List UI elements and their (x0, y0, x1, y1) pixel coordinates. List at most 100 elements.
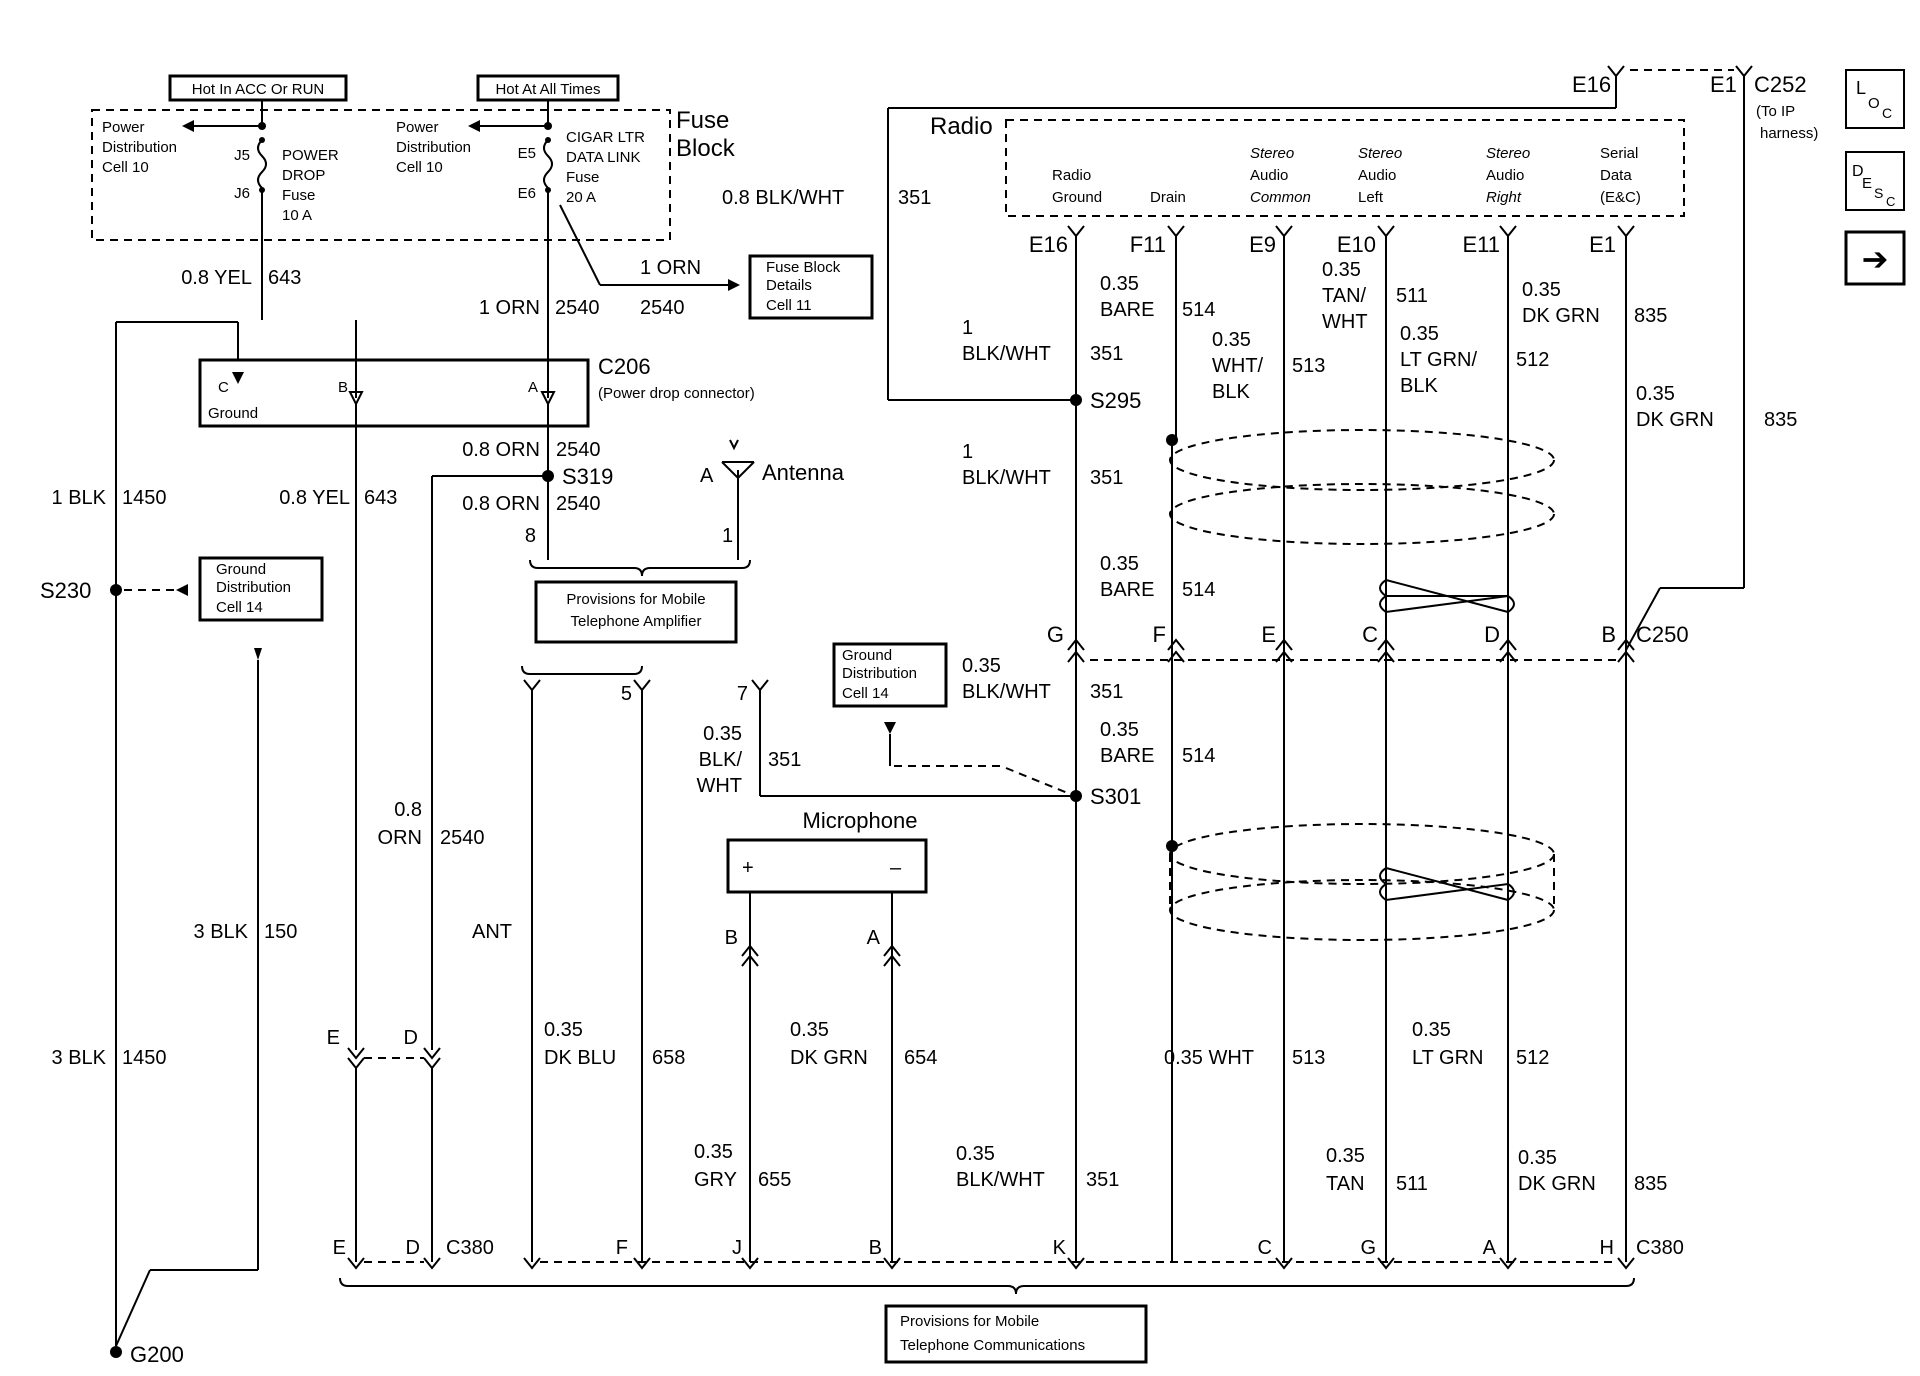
wire-label: 0.35 (1400, 323, 1439, 345)
wire-label: 1 ORN (640, 257, 701, 279)
microphone-icon (726, 838, 928, 894)
pin-label: E16 (1029, 232, 1068, 257)
ground-g200 (110, 1346, 122, 1358)
wire-circuit: 512 (1516, 349, 1549, 371)
microphone: Microphone + – B A (725, 808, 928, 1262)
c250-pin: C (1362, 622, 1378, 647)
pin-label: F11 (1130, 232, 1166, 257)
c380-pin: C (1258, 1237, 1272, 1259)
wire-label: LT GRN/ (1400, 349, 1477, 371)
radio-pin-desc: Right (1486, 189, 1522, 206)
desc-icon: E (1862, 175, 1872, 192)
radio-pin-desc: Left (1358, 189, 1384, 206)
location-button[interactable]: L O C (1845, 69, 1905, 129)
radio-pin-desc: Stereo (1358, 145, 1402, 162)
description-button[interactable]: D E S C (1845, 151, 1905, 211)
wire-label: DK GRN (1518, 1173, 1596, 1195)
next-button[interactable]: ➔ (1844, 230, 1906, 286)
c380-label: C380 (1636, 1237, 1684, 1259)
wire-label: 0.8 BLK/WHT (722, 187, 844, 209)
fuse-block-details-box[interactable] (748, 254, 874, 320)
wire-circuit: 351 (1090, 343, 1123, 365)
wire-circuit: 835 (1634, 1173, 1667, 1195)
pin-label: E1 (1589, 232, 1616, 257)
ground-distribution-box[interactable] (198, 556, 324, 622)
power-distribution-label: Power (396, 119, 439, 136)
amplifier-provisions-box (534, 580, 738, 644)
power-distribution-label: Distribution (102, 139, 177, 156)
wire-label: 3 BLK (52, 1047, 107, 1069)
radio-label: Radio (930, 113, 993, 140)
wire-circuit: 513 (1292, 355, 1325, 377)
mic-pin: B (725, 927, 738, 949)
wire-label: DK BLU (544, 1047, 616, 1069)
c206-pin-b: B (338, 379, 348, 396)
c206-ground-label: Ground (208, 405, 258, 422)
communications-label: Telephone Communications (900, 1337, 1085, 1354)
power-drop-fuse-label: POWER (282, 147, 339, 164)
wire-circuit: 835 (1634, 305, 1667, 327)
wire-circuit: 511 (1396, 285, 1428, 307)
s319-label: S319 (562, 464, 613, 489)
pin-label: D (404, 1027, 418, 1049)
ground-distribution-label: Distribution (842, 665, 917, 682)
cigar-fuse-label: CIGAR LTR (566, 129, 645, 146)
fuse-block-details-label: Fuse Block (766, 259, 841, 276)
wire-circuit: 351 (898, 187, 931, 209)
wire-label: 0.8 ORN (462, 439, 540, 461)
wire-label: GRY (694, 1169, 737, 1191)
c252-note: harness) (1760, 125, 1818, 142)
antenna: A Antenna 1 (700, 439, 845, 560)
wire-label: BLK/WHT (962, 681, 1051, 703)
c380-connector: E D C380 F J B K C G A H C380 (333, 1237, 1684, 1270)
pin-label: 1 (722, 525, 733, 547)
amplifier-label: Provisions for Mobile (566, 591, 705, 608)
desc-icon: D (1852, 163, 1864, 180)
hot-acc-run-label: Hot In ACC Or RUN (192, 81, 325, 98)
fuse-pin-label: E5 (518, 145, 536, 162)
pin-label: 7 (737, 683, 748, 705)
amplifier-label: Telephone Amplifier (571, 613, 702, 630)
communications-label: Provisions for Mobile (900, 1313, 1039, 1330)
wire-label: 0.35 (1100, 719, 1139, 741)
wire-circuit: 2540 (440, 827, 485, 849)
fuse-icon (543, 139, 553, 189)
shield-upper (1166, 429, 1555, 1262)
wire-circuit: 514 (1182, 745, 1215, 767)
wire-circuit: 655 (758, 1169, 791, 1191)
mic-plus: + (742, 857, 754, 879)
splice-s295 (1070, 394, 1082, 406)
wire-label: TAN (1326, 1173, 1365, 1195)
wire-label: 3 BLK (194, 921, 249, 943)
mic-minus: – (890, 857, 902, 879)
wire-label: 0.35 (1522, 279, 1561, 301)
wire-label: 0.35 (1100, 553, 1139, 575)
splice-s230 (110, 584, 122, 596)
ground-distribution-box[interactable] (832, 642, 948, 708)
c250-pin: D (1484, 622, 1500, 647)
communications-provisions-box (884, 1304, 1148, 1364)
radio-pin-desc: (E&C) (1600, 189, 1641, 206)
radio-pin-desc: Stereo (1486, 145, 1530, 162)
wire-label: 0.35 (1100, 273, 1139, 295)
c380-pin: B (869, 1237, 882, 1259)
wire-label: 0.35 (1412, 1019, 1451, 1041)
wire-label: 0.35 (1326, 1145, 1365, 1167)
wire-circuit: 512 (1516, 1047, 1549, 1069)
c250-connector: G F E C D B C250 (1047, 622, 1689, 663)
wire-label: 0.35 WHT (1164, 1047, 1254, 1069)
c380-pin: A (1483, 1237, 1497, 1259)
c380-pin: E (333, 1237, 346, 1259)
wire-label: BLK (1212, 381, 1250, 403)
fuse-block-label: Block (676, 135, 736, 162)
wire-label: 0.35 (703, 723, 742, 745)
pin-label: E1 (1710, 72, 1737, 97)
power-drop-fuse-label: DROP (282, 167, 325, 184)
c380-pin: H (1600, 1237, 1614, 1259)
radio-pin-desc: Audio (1486, 167, 1524, 184)
ground-distribution-label: Cell 14 (842, 685, 889, 702)
wire-label: 0.8 YEL (279, 487, 350, 509)
wire-circuit: 351 (1090, 467, 1123, 489)
c250-label: C250 (1636, 622, 1689, 647)
